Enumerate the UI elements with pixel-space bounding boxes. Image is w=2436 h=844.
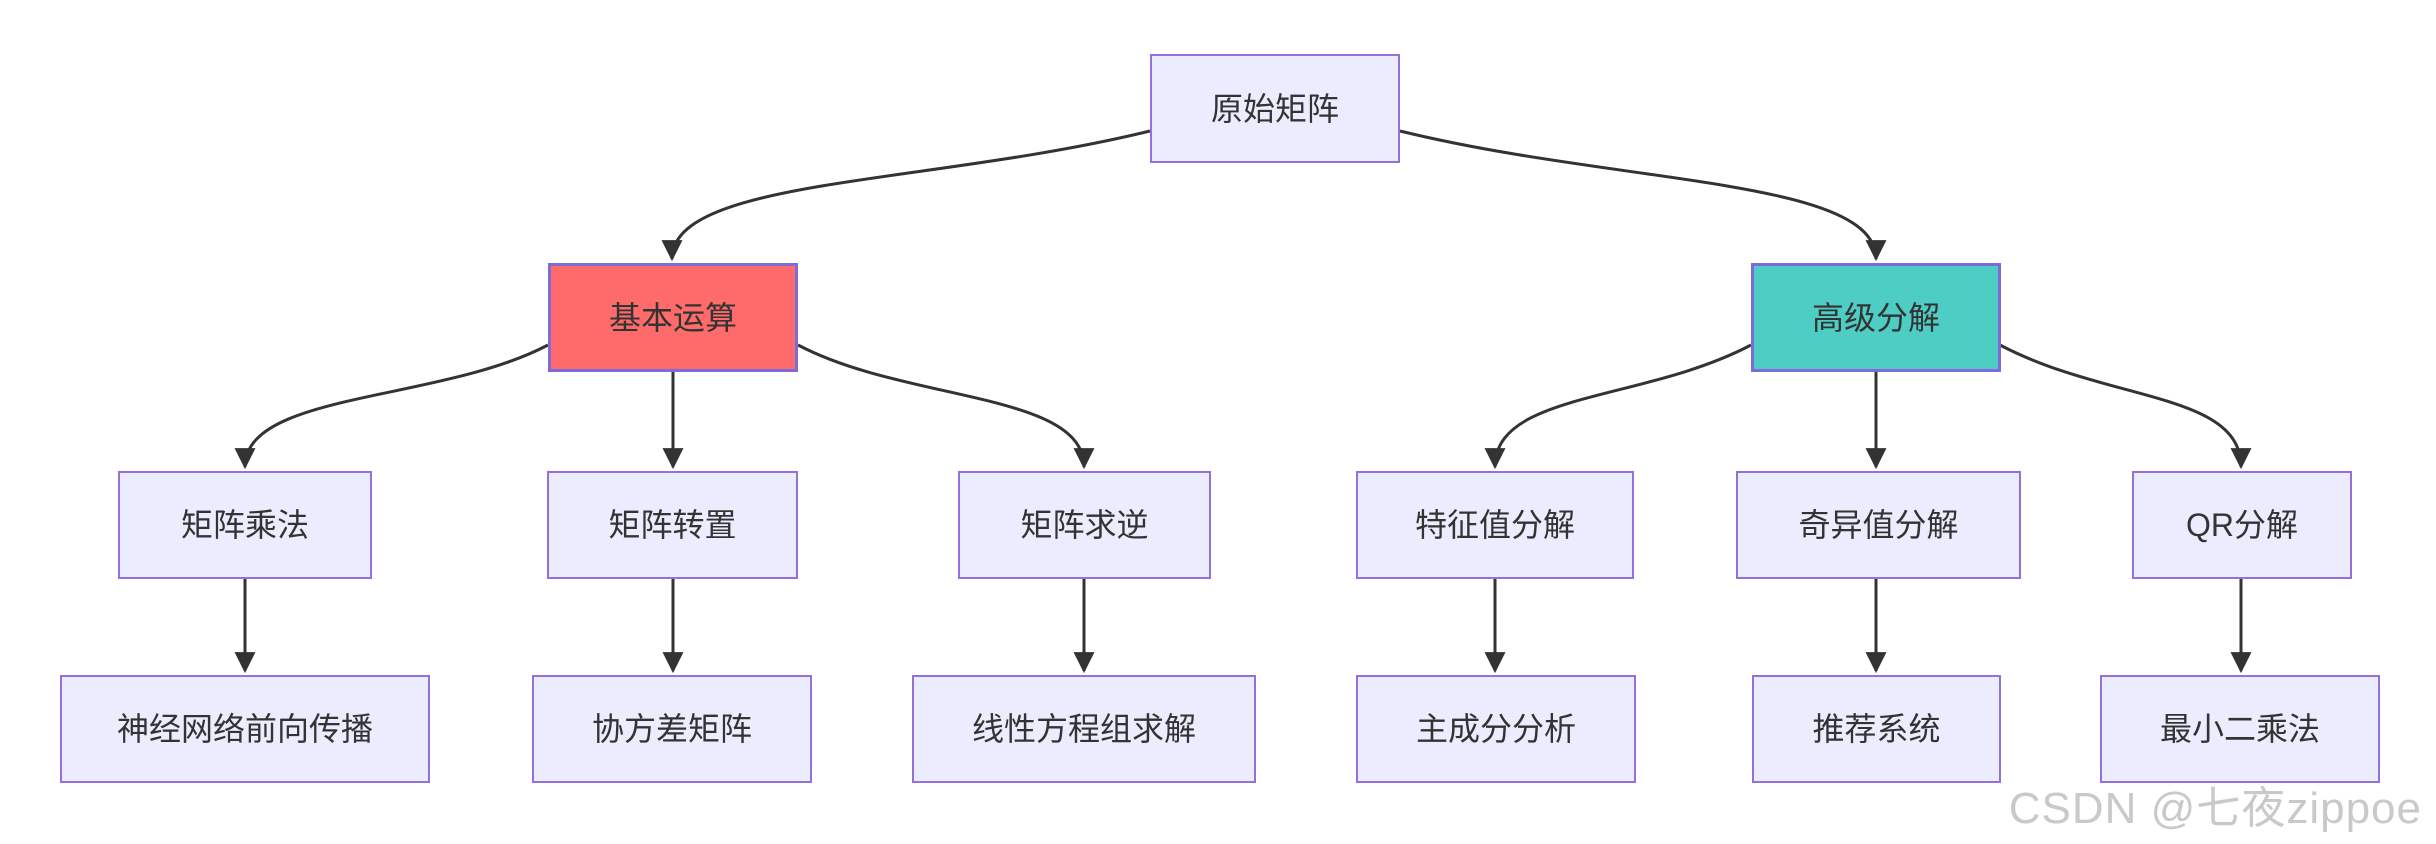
node-qr-decomposition: QR分解 [2132,471,2352,579]
node-label: 最小二乘法 [2159,711,2320,747]
node-recommendation-system: 推荐系统 [1752,675,2001,783]
node-label: 特征值分解 [1414,507,1575,543]
edge-basic-inverse [797,343,1095,470]
node-label: 推荐系统 [1812,711,1941,747]
edge-basic-matmul [234,343,549,470]
node-matrix-inversion: 矩阵求逆 [958,471,1211,579]
node-label: QR分解 [2185,507,2298,543]
node-singular-value-decomposition: 奇异值分解 [1736,471,2021,579]
node-label: 线性方程组求解 [971,711,1196,747]
node-covariance-matrix: 协方差矩阵 [532,675,812,783]
node-label: 主成分分析 [1415,711,1576,747]
edge-root-basic [661,129,1151,262]
node-basic-operations: 基本运算 [548,263,798,372]
edge-advanced-eigen [1484,343,1752,470]
node-label: 奇异值分解 [1798,507,1959,543]
node-principal-component-analysis: 主成分分析 [1356,675,1636,783]
node-eigenvalue-decomposition: 特征值分解 [1356,471,1634,579]
edge-advanced-qr [1999,343,2252,470]
csdn-watermark: CSDN @七夜zippoe [2008,784,2422,833]
node-label: 矩阵乘法 [180,507,309,543]
node-least-squares: 最小二乘法 [2100,675,2380,783]
node-original-matrix: 原始矩阵 [1150,54,1400,163]
node-label: 矩阵转置 [608,507,737,543]
node-matrix-transpose: 矩阵转置 [547,471,798,579]
node-label: 基本运算 [608,299,737,336]
node-matrix-multiplication: 矩阵乘法 [118,471,372,579]
node-neural-network-forward: 神经网络前向传播 [60,675,430,783]
node-linear-system-solving: 线性方程组求解 [912,675,1256,783]
edge-root-advanced [1399,129,1887,262]
node-label: 高级分解 [1811,299,1940,336]
node-label: 原始矩阵 [1210,90,1339,127]
node-label: 协方差矩阵 [591,711,752,747]
node-label: 神经网络前向传播 [116,711,373,747]
node-label: 矩阵求逆 [1020,507,1149,543]
node-advanced-decompositions: 高级分解 [1751,263,2001,372]
